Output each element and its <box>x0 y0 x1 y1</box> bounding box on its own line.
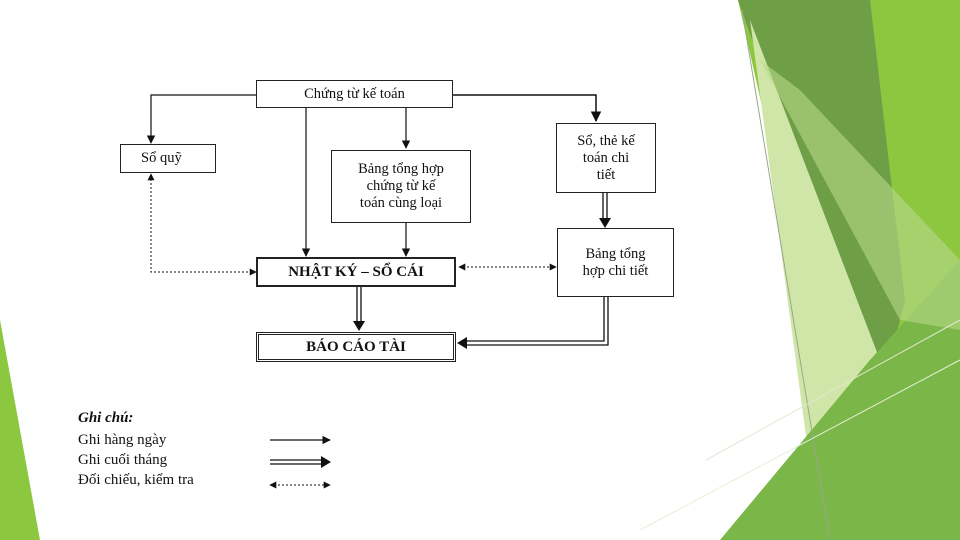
node-nhat-ky-so-cai: NHẬT KÝ – SỔ CÁI <box>256 257 456 287</box>
legend-title: Ghi chú: <box>78 410 134 426</box>
node-label: BÁO CÁO TÀI <box>306 338 406 355</box>
node-bang-tong-hop-chung-tu: Bảng tổng hợp chứng từ kế toán cùng loại <box>331 150 471 223</box>
node-label: NHẬT KÝ – SỔ CÁI <box>288 263 424 280</box>
legend-double-arrow <box>270 456 331 468</box>
arrow-chungtu-to-soquy <box>146 94 256 144</box>
node-chung-tu: Chứng từ kế toán <box>256 80 453 108</box>
arrow-chungtu-to-sothe <box>453 94 602 123</box>
node-label: Bảng tổng hợp chứng từ kế toán cùng loại <box>358 161 444 211</box>
deco-line <box>639 359 960 531</box>
node-label: Bảng tổng hợp chi tiết <box>582 245 649 279</box>
green-shape-left-edge <box>0 320 40 540</box>
node-so-quy: Sổ quỹ <box>120 144 216 173</box>
node-label: Sổ quỹ <box>141 150 182 166</box>
legend-item-daily: Ghi hàng ngày <box>78 432 167 448</box>
node-bao-cao: BÁO CÁO TÀI <box>256 332 456 362</box>
arrow-nhatky-to-baocao <box>353 287 365 331</box>
arrow-sothe-to-bangchitiet <box>599 193 611 228</box>
legend-item-month-end: Ghi cuối tháng <box>78 452 168 468</box>
deco-line <box>705 319 960 461</box>
node-so-the-chi-tiet: Sổ, thẻ kế toán chi tiết <box>556 123 656 193</box>
green-shape-mid <box>720 260 960 540</box>
deco-line <box>741 9 831 540</box>
green-shape-pale <box>760 60 960 330</box>
node-label: Chứng từ kế toán <box>304 85 405 102</box>
node-bang-tong-hop-chi-tiet: Bảng tổng hợp chi tiết <box>557 228 674 297</box>
legend-item-check: Đối chiếu, kiểm tra <box>78 472 194 488</box>
node-label: Sổ, thẻ kế toán chi tiết <box>577 132 635 183</box>
arrow-bangchitiet-to-baocao <box>457 297 609 349</box>
arrow-check-soquy-nhatky <box>147 173 257 276</box>
